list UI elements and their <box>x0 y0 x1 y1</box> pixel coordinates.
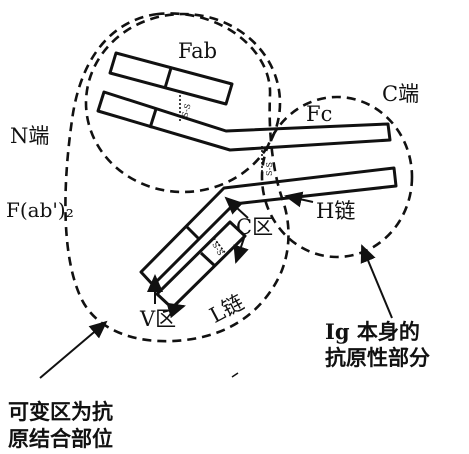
label-ig-antigenic-line1: Ig 本身的 <box>325 319 420 344</box>
arrows <box>39 191 393 379</box>
arrow-variable-binding-site <box>39 320 108 379</box>
ss-label-hinge: S-S <box>265 162 274 176</box>
fab2-region-outline <box>64 12 290 343</box>
label-n-terminus: N端 <box>10 124 49 148</box>
arrow-ig-antigenic <box>360 244 393 319</box>
fab-region-circle <box>84 12 282 194</box>
fab-light-chain-divider <box>163 67 173 89</box>
fab-light-chain-segment <box>108 51 234 106</box>
ss-label-l-chain: S-S <box>210 241 225 258</box>
label-variable-binding-line2: 原结合部位 <box>8 426 113 451</box>
label-fab2: F(ab')₂ <box>6 198 74 222</box>
fc-region-circle <box>260 95 414 259</box>
label-fab: Fab <box>178 39 217 63</box>
lower-light-chain-divider <box>199 251 217 268</box>
label-variable-binding-line1: 可变区为抗 <box>8 399 113 424</box>
label-ig-antigenic-line2: 抗原性部分 <box>325 345 430 370</box>
upper-heavy-chain-divider <box>148 108 158 129</box>
label-c-terminus: C端 <box>382 82 419 106</box>
lower-heavy-chain-divider <box>185 225 201 241</box>
arrow-v-region-right <box>162 302 186 319</box>
ss-label-fab: S-S <box>180 103 192 119</box>
arrow-h-chain-to-hinge <box>284 191 314 208</box>
arrow-c-region-to-l-chain <box>233 237 249 264</box>
upper-heavy-chain <box>96 90 392 152</box>
label-h-chain: H链 <box>316 199 355 223</box>
label-fc: Fc <box>306 102 332 126</box>
label-v-region: V区 <box>139 307 176 331</box>
antibody-molecule <box>96 51 398 310</box>
label-l-chain: L链 <box>206 290 248 328</box>
disulfide-bonds <box>179 95 263 255</box>
stray-mark <box>231 372 239 378</box>
label-c-region: C区 <box>236 215 273 239</box>
arrow-c-region-to-hinge <box>224 196 249 219</box>
ss-bond-l-chain <box>213 237 227 255</box>
dashed-regions <box>64 12 414 343</box>
